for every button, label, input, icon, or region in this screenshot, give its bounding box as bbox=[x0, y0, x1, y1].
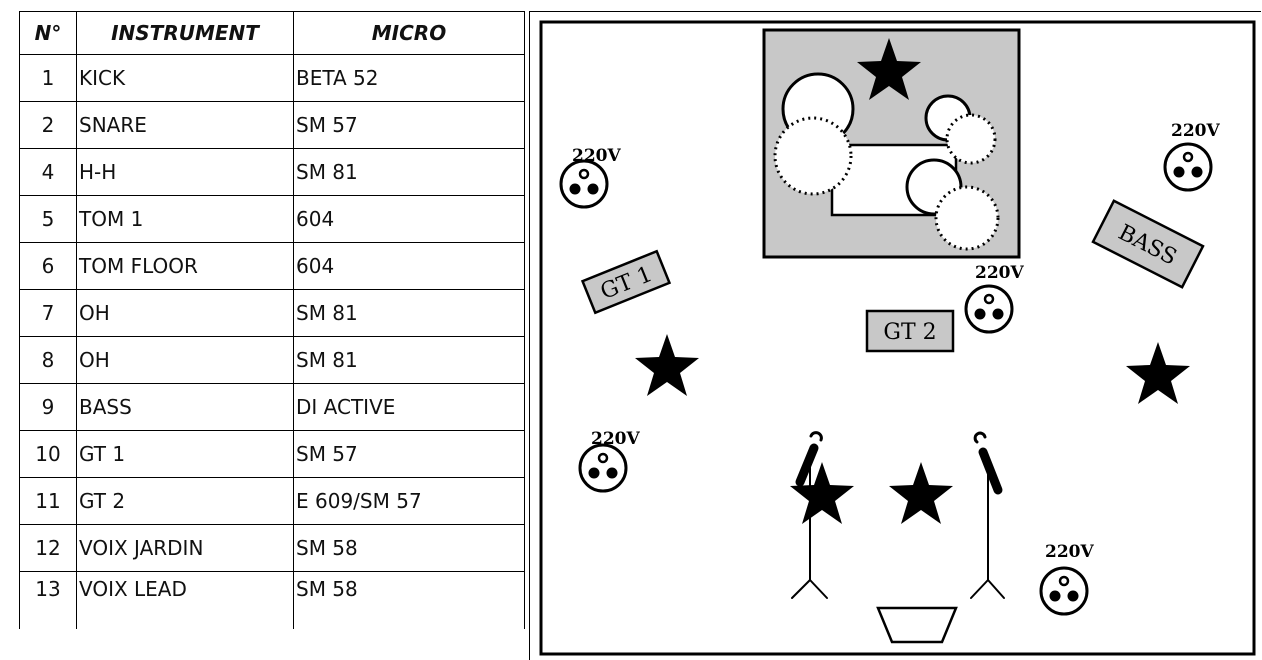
row-micro: 604 bbox=[293, 242, 525, 290]
outlet-icon bbox=[1039, 566, 1089, 616]
row-instrument: VOIX LEAD bbox=[76, 571, 294, 629]
power-label: 220V bbox=[1171, 121, 1220, 141]
mic-stand-left-icon bbox=[791, 431, 828, 599]
row-number: 11 bbox=[19, 477, 77, 525]
row-instrument: TOM FLOOR bbox=[76, 242, 294, 290]
row-instrument: TOM 1 bbox=[76, 195, 294, 243]
row-micro: SM 58 bbox=[293, 571, 525, 629]
table-header-row: N° INSTRUMENT MICRO bbox=[19, 11, 525, 55]
row-number: 7 bbox=[19, 289, 77, 337]
amp-gt2-label: GT 2 bbox=[883, 320, 936, 345]
row-micro: SM 81 bbox=[293, 336, 525, 384]
row-instrument: GT 2 bbox=[76, 477, 294, 525]
row-micro: E 609/SM 57 bbox=[293, 477, 525, 525]
row-number: 12 bbox=[19, 524, 77, 572]
power-outlet-center: 220V bbox=[964, 263, 1024, 334]
row-number: 8 bbox=[19, 336, 77, 384]
header-instrument: INSTRUMENT bbox=[76, 11, 294, 55]
row-instrument: SNARE bbox=[76, 101, 294, 149]
row-number: 4 bbox=[19, 148, 77, 196]
row-micro: SM 57 bbox=[293, 430, 525, 478]
power-label: 220V bbox=[975, 263, 1024, 283]
drum-riser bbox=[762, 28, 1021, 259]
row-number: 9 bbox=[19, 383, 77, 431]
row-instrument: VOIX JARDIN bbox=[76, 524, 294, 572]
outlet-icon bbox=[964, 284, 1014, 334]
row-micro: BETA 52 bbox=[293, 54, 525, 102]
wedge-monitor-icon bbox=[876, 606, 958, 644]
outlet-icon bbox=[578, 443, 628, 493]
row-number: 2 bbox=[19, 101, 77, 149]
power-outlet-right-bottom: 220V bbox=[1039, 542, 1094, 616]
row-micro: SM 81 bbox=[293, 289, 525, 337]
row-instrument: GT 1 bbox=[76, 430, 294, 478]
row-instrument: KICK bbox=[76, 54, 294, 102]
amp-gt2: GT 2 bbox=[865, 309, 955, 353]
stage-plot: 220V 220V 220V 220V 220V GT 1 GT 2 bbox=[529, 11, 1261, 660]
power-outlet-left-bottom: 220V bbox=[578, 429, 640, 493]
power-outlet-left-top: 220V bbox=[559, 146, 621, 209]
row-number: 10 bbox=[19, 430, 77, 478]
mic-stand-right-icon bbox=[970, 431, 1005, 599]
overhead-left-dotted bbox=[773, 116, 853, 196]
row-number: 13 bbox=[19, 571, 77, 629]
row-number: 5 bbox=[19, 195, 77, 243]
row-instrument: BASS bbox=[76, 383, 294, 431]
row-micro: SM 58 bbox=[293, 524, 525, 572]
row-micro: DI ACTIVE bbox=[293, 383, 525, 431]
overhead-right-dotted bbox=[934, 185, 1000, 251]
row-micro: 604 bbox=[293, 195, 525, 243]
header-micro: MICRO bbox=[293, 11, 525, 55]
power-outlet-right-top: 220V bbox=[1163, 121, 1220, 192]
outlet-icon bbox=[1163, 142, 1213, 192]
hihat-dotted bbox=[945, 113, 997, 165]
row-micro: SM 57 bbox=[293, 101, 525, 149]
row-instrument: OH bbox=[76, 336, 294, 384]
row-number: 6 bbox=[19, 242, 77, 290]
row-instrument: OH bbox=[76, 289, 294, 337]
row-micro: SM 81 bbox=[293, 148, 525, 196]
outlet-icon bbox=[559, 159, 609, 209]
row-instrument: H-H bbox=[76, 148, 294, 196]
row-number: 1 bbox=[19, 54, 77, 102]
header-number: N° bbox=[19, 11, 77, 55]
power-label: 220V bbox=[1045, 542, 1094, 562]
